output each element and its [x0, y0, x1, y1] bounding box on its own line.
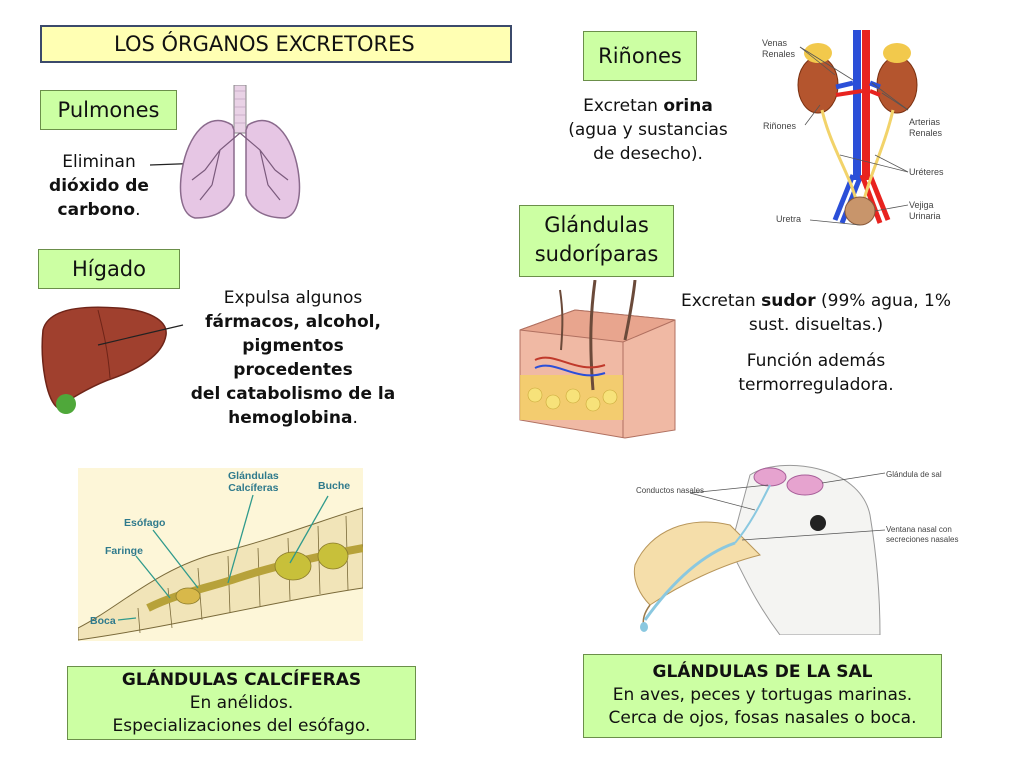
skin-illustration	[519, 280, 676, 439]
worm-label-boca: Boca	[90, 615, 116, 627]
text-pulmones: Eliminan dióxido de carbono.	[49, 152, 149, 220]
kidney-label-uretra: Uretra	[776, 214, 802, 224]
bird-head-illustration	[633, 464, 886, 635]
label-pulmones: Pulmones	[40, 90, 177, 130]
text-sudoriparas: Excretan sudor (99% agua, 1% sust. disue…	[680, 291, 952, 395]
liver-illustration	[41, 306, 184, 414]
page-title: LOS ÓRGANOS EXCRETORES	[40, 25, 512, 63]
bird-label-glandula-sal: Glándula de sal	[886, 470, 942, 479]
worm-drawing	[77, 494, 364, 641]
lungs-illustration	[150, 85, 301, 219]
kidneys-diagram	[797, 30, 918, 226]
kidney-label-vejiga: Vejiga Urinaria	[909, 200, 941, 221]
worm-label-esofago: Esófago	[124, 517, 166, 529]
worm-label-glandulas: Glándulas Calcíferas	[228, 470, 279, 494]
label-sudoriparas: Glándulas sudoríparas	[519, 205, 674, 277]
worm-label-buche: Buche	[318, 480, 351, 492]
bird-label-ventana: Ventana nasal con secreciones nasales	[886, 525, 959, 544]
text-rinones: Excretan orina (agua y sustancias de des…	[568, 96, 728, 164]
label-higado: Hígado	[38, 249, 180, 289]
kidney-label-arterias: Arterias Renales	[909, 117, 943, 138]
worm-label-faringe: Faringe	[105, 545, 143, 557]
text-higado: Expulsa algunos fármacos, alcohol, pigme…	[190, 288, 396, 428]
kidney-label-venas: Venas Renales	[762, 38, 796, 59]
label-rinones: Riñones	[583, 31, 697, 81]
bird-label-conductos: Conductos nasales	[636, 486, 705, 495]
kidney-label-rinones: Riñones	[763, 121, 797, 131]
box-glandulas-sal: GLÁNDULAS DE LA SAL En aves, peces y tor…	[583, 654, 942, 738]
page-title-text: LOS ÓRGANOS EXCRETORES	[114, 32, 415, 56]
box-glandulas-calciferas: GLÁNDULAS CALCÍFERAS En anélidos. Especi…	[67, 666, 416, 740]
worm-diagram	[77, 468, 364, 641]
kidney-label-ureteres: Uréteres	[909, 167, 944, 177]
